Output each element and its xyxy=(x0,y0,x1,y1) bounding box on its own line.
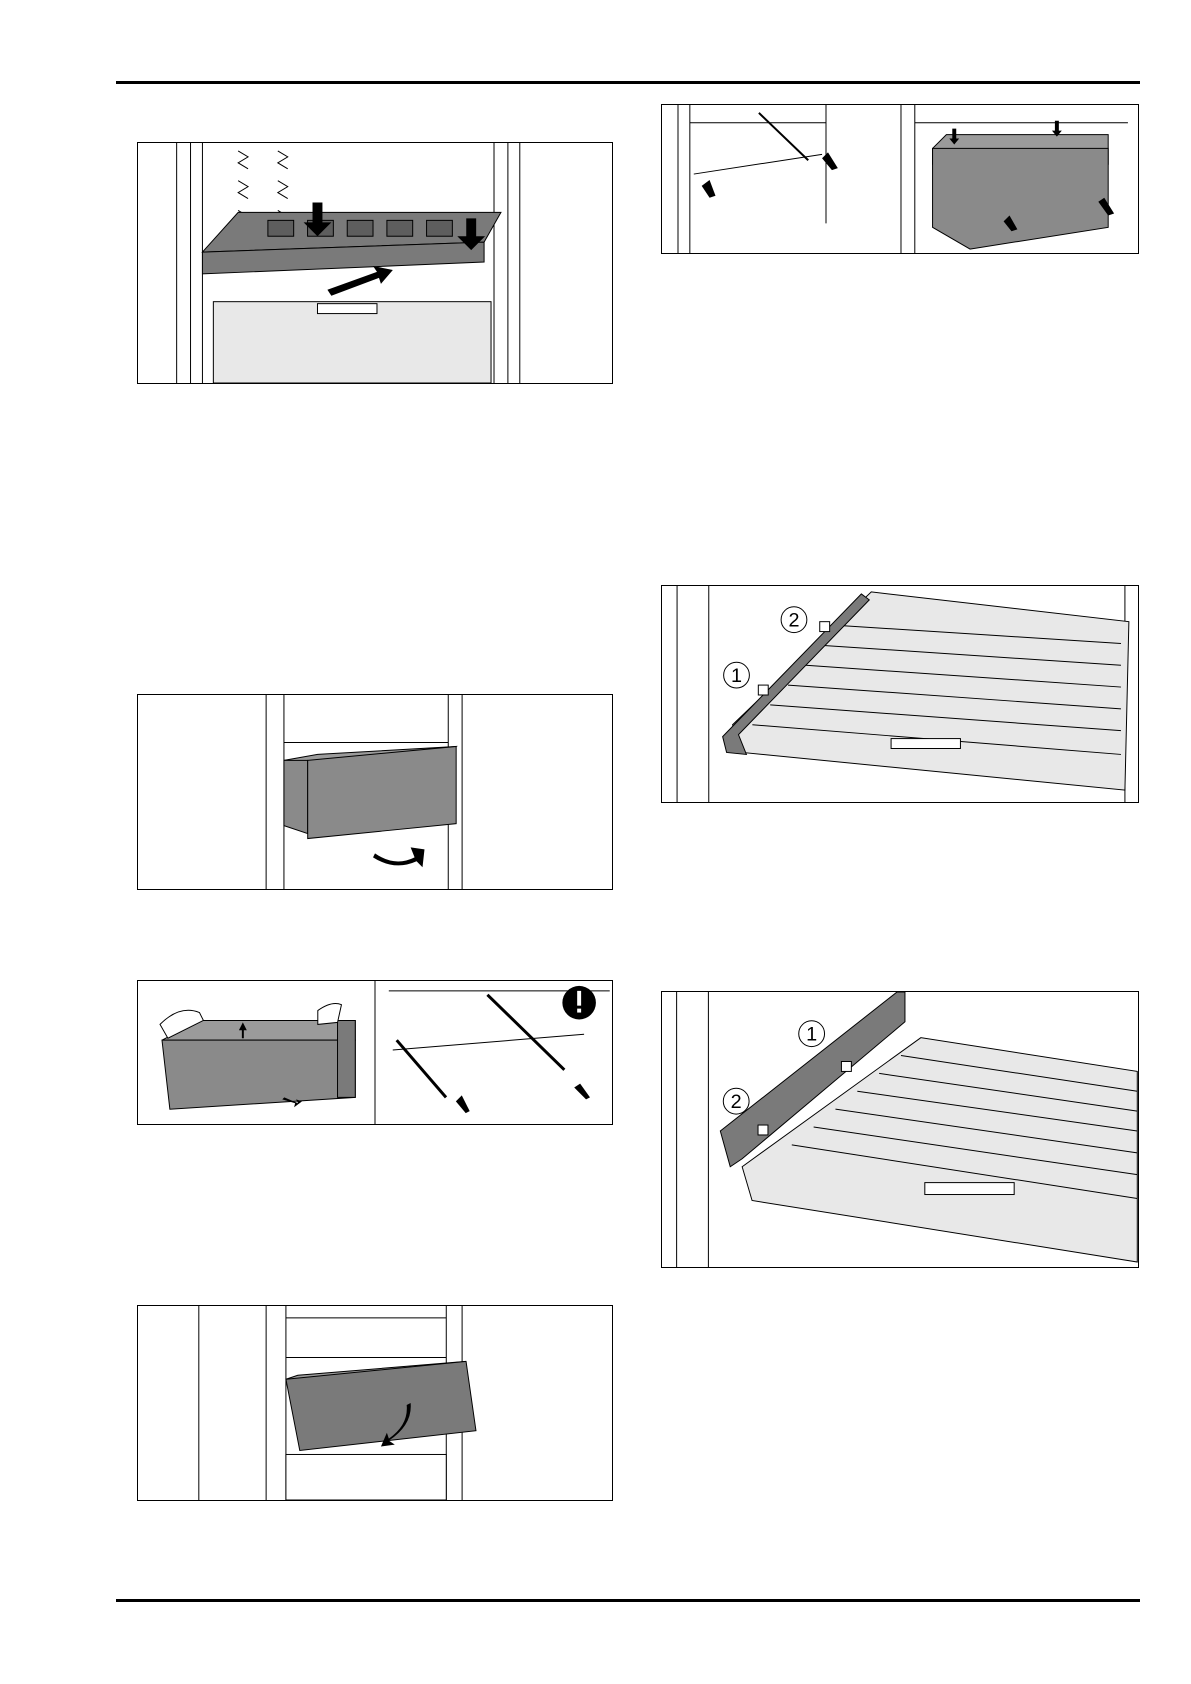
drawer-removal-illustration xyxy=(138,695,612,889)
drawer-rails-insert-illustration xyxy=(662,105,1138,253)
warning-icon xyxy=(562,986,596,1020)
shelf-insert-illustration xyxy=(138,143,612,383)
shelf-front-illustration-b: 1 2 xyxy=(662,992,1138,1267)
callout-1: 1 xyxy=(724,662,750,688)
drawer-lift-out-illustration xyxy=(138,981,612,1124)
shelf-front-illustration-a: 1 2 xyxy=(662,586,1138,802)
figure-shelf-insert xyxy=(137,142,613,384)
figure-drawer-removal xyxy=(137,694,613,890)
figure-drawer-insert xyxy=(137,1305,613,1501)
drawer-insert-illustration xyxy=(138,1306,612,1500)
svg-text:2: 2 xyxy=(731,1091,742,1113)
svg-text:2: 2 xyxy=(788,610,799,632)
callout-1: 1 xyxy=(799,1021,825,1047)
figure-drawer-rails-insert xyxy=(661,104,1139,254)
callout-2: 2 xyxy=(723,1088,749,1114)
svg-text:1: 1 xyxy=(806,1024,817,1046)
footer-rule xyxy=(116,1599,1140,1602)
callout-2: 2 xyxy=(781,607,807,633)
header-rule xyxy=(116,81,1140,84)
figure-shelf-front-callouts-b: 1 2 xyxy=(661,991,1139,1268)
figure-drawer-lift-out xyxy=(137,980,613,1125)
figure-shelf-front-callouts-a: 1 2 xyxy=(661,585,1139,803)
svg-text:1: 1 xyxy=(731,665,742,687)
